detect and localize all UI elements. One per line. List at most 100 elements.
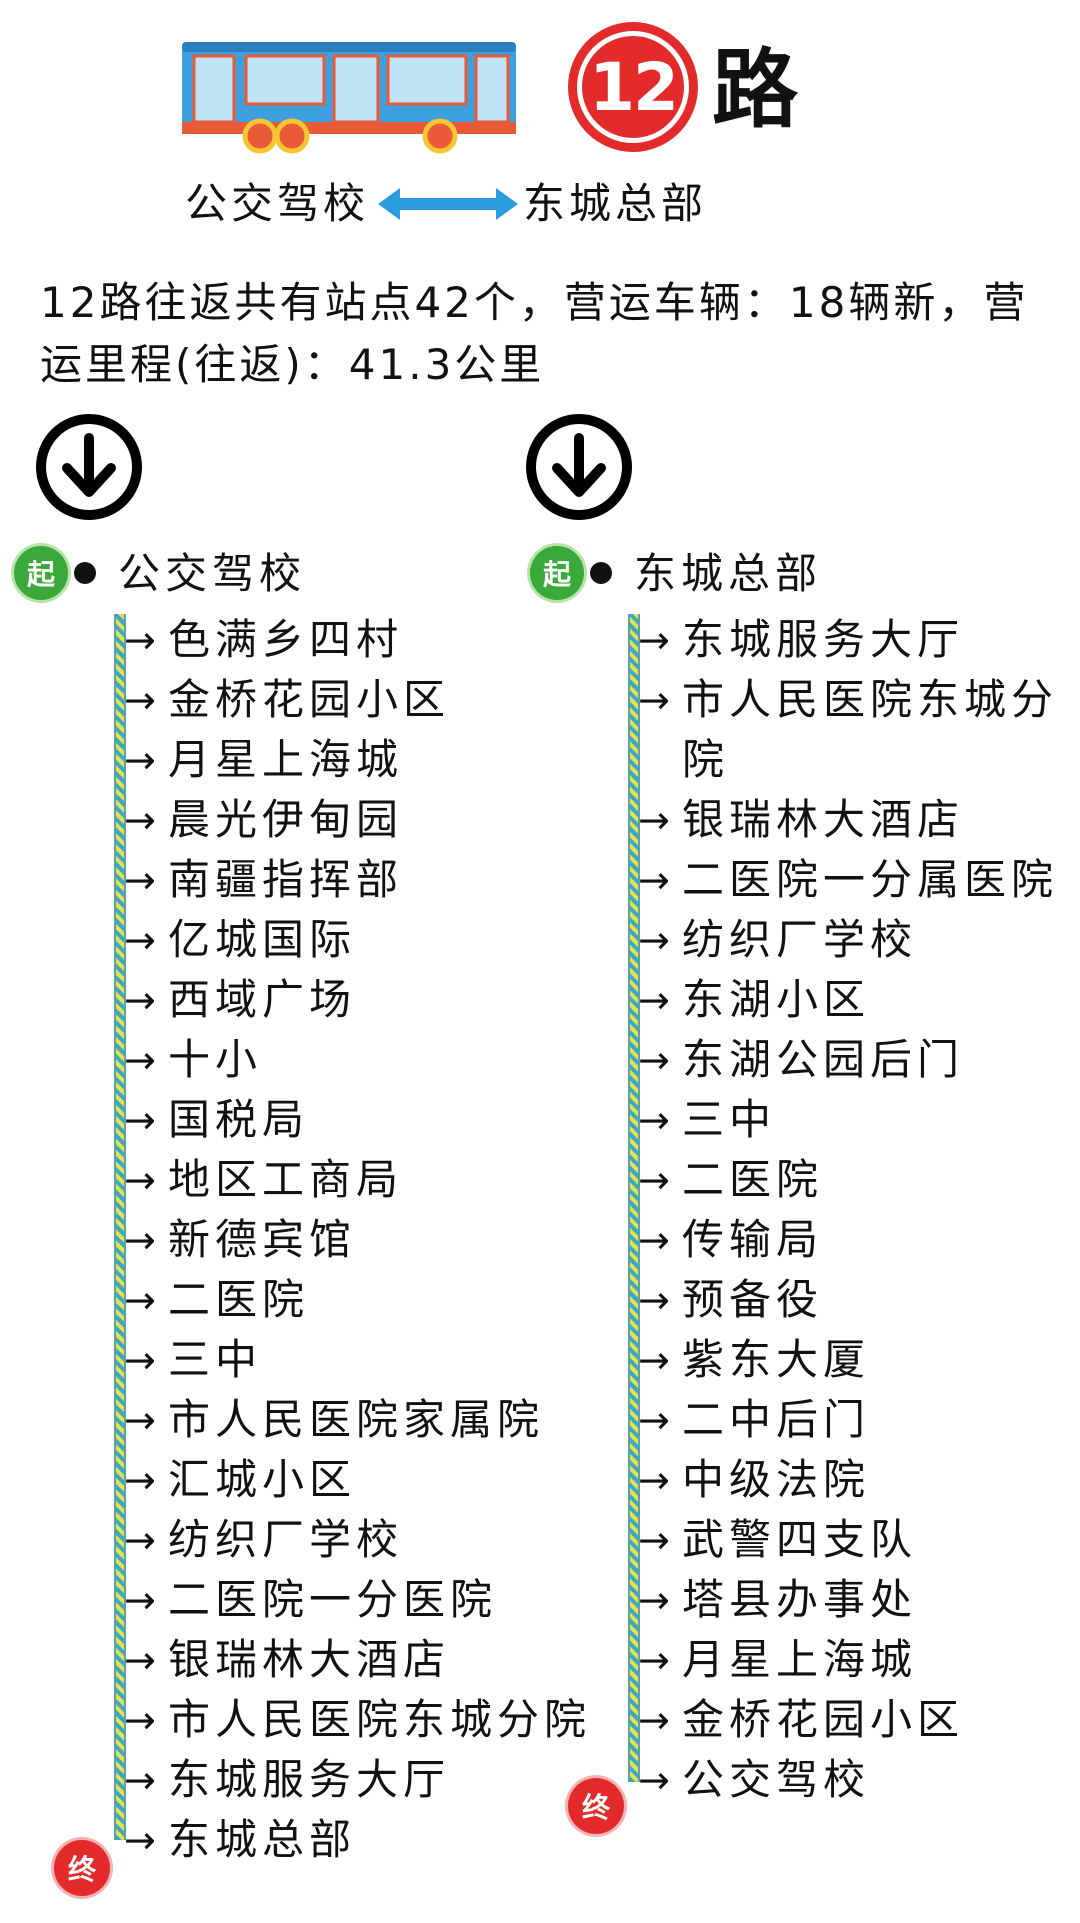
list-item: →色满乡四村 [124,610,591,670]
list-item: →西域广场 [124,970,591,1030]
stop-name: 紫东大厦 [682,1335,871,1384]
stop-name: 金桥花园小区 [682,1695,965,1744]
list-item: →南疆指挥部 [124,850,591,910]
stop-name: 南疆指挥部 [168,855,404,904]
list-item: →市人民医院家属院 [124,1390,591,1450]
list-item: →市人民医院东城分院 [124,1690,591,1750]
start-badge: 起 [530,546,584,600]
stop-name: 西域广场 [168,975,357,1024]
stop-name: 纺织厂学校 [168,1515,404,1564]
stop-name: 传输局 [682,1215,824,1264]
stop-name: 汇城小区 [168,1455,357,1504]
stop-name: 月星上海城 [168,735,404,784]
terminal-right: 东城总部 [523,179,708,228]
list-item: →东城服务大厅 [124,1750,591,1810]
list-item: →十小 [124,1030,591,1090]
list-item: →三中 [124,1330,591,1390]
stop-name: 亿城国际 [168,915,357,964]
list-item: →预备役 [638,1270,1078,1330]
stop-name: 二医院 [168,1275,310,1324]
stop-list-left: →色满乡四村 →金桥花园小区 →月星上海城 →晨光伊甸园 →南疆指挥部 →亿城国… [124,610,591,1870]
stop-name: 晨光伊甸园 [168,795,404,844]
stop-name: 东湖小区 [682,975,871,1024]
stop-name: 色满乡四村 [168,615,404,664]
list-item: →新德宾馆 [124,1210,591,1270]
list-item: →国税局 [124,1090,591,1150]
stop-name: 市人民医院家属院 [168,1395,545,1444]
list-item: →二医院一分医院 [124,1570,591,1630]
start-station-right: 东城总部 [634,549,823,598]
stop-name: 银瑞林大酒店 [168,1635,451,1684]
stop-name: 预备役 [682,1275,824,1324]
list-item: →武警四支队 [638,1510,1078,1570]
route-track-left [114,614,126,1840]
list-item: →纺织厂学校 [124,1510,591,1570]
list-item: →地区工商局 [124,1150,591,1210]
list-item: →亿城国际 [124,910,591,970]
stop-name: 三中 [682,1095,777,1144]
stop-name: 地区工商局 [168,1155,404,1204]
stop-name: 二中后门 [682,1395,871,1444]
stop-name: 月星上海城 [682,1635,918,1684]
stop-name: 国税局 [168,1095,310,1144]
list-item: →东湖小区 [638,970,1078,1030]
stop-name: 金桥花园小区 [168,675,451,724]
arrow-down-circle-icon [36,414,142,520]
route-track-right [628,614,640,1782]
stop-name: 东城总部 [168,1815,357,1864]
list-item: →金桥花园小区 [638,1690,1078,1750]
list-item: →二中后门 [638,1390,1078,1450]
list-item: →晨光伊甸园 [124,790,591,850]
list-item: →东城总部 [124,1810,591,1870]
bus-icon [182,42,516,154]
arrow-down-circle-icon [526,414,632,520]
stop-name: 市人民医院东城分院 [682,675,1059,784]
stop-name: 东城服务大厅 [682,615,965,664]
list-item: →紫东大厦 [638,1330,1078,1390]
stop-name: 二医院 [682,1155,824,1204]
stop-name: 新德宾馆 [168,1215,357,1264]
list-item: →二医院 [124,1270,591,1330]
list-item: →东城服务大厅 [638,610,1078,670]
list-item: →塔县办事处 [638,1570,1078,1630]
route-suffix: 路 [712,40,798,140]
stop-name: 市人民医院东城分院 [168,1695,592,1744]
list-item: →中级法院 [638,1450,1078,1510]
list-item: →公交驾校 [638,1750,1078,1810]
start-dot [74,562,96,584]
list-item: →三中 [638,1090,1078,1150]
list-item: →市人民医院东城分院 [638,670,1078,790]
stop-name: 银瑞林大酒店 [682,795,965,844]
end-badge: 终 [568,1778,624,1834]
start-station-left: 公交驾校 [118,549,307,598]
stop-name: 十小 [168,1035,263,1084]
stop-name: 东湖公园后门 [682,1035,965,1084]
stop-name: 塔县办事处 [682,1575,918,1624]
route-number: 12 [577,31,689,143]
route-number-badge: 12 [568,22,698,152]
stop-name: 中级法院 [682,1455,871,1504]
list-item: →月星上海城 [638,1630,1078,1690]
list-item: →银瑞林大酒店 [124,1630,591,1690]
list-item: →银瑞林大酒店 [638,790,1078,850]
stop-name: 二医院一分医院 [168,1575,498,1624]
list-item: →汇城小区 [124,1450,591,1510]
stop-name: 东城服务大厅 [168,1755,451,1804]
stop-list-right: →东城服务大厅 →市人民医院东城分院 →银瑞林大酒店 →二医院一分属医院 →纺织… [638,610,1078,1810]
list-item: →月星上海城 [124,730,591,790]
start-dot [590,562,612,584]
stop-name: 三中 [168,1335,263,1384]
stop-name: 公交驾校 [682,1755,871,1804]
route-summary: 12路往返共有站点42个，营运车辆：18辆新，营运里程(往返)：41.3公里 [40,278,1029,389]
stop-name: 武警四支队 [682,1515,918,1564]
stop-name: 二医院一分属医院 [682,855,1059,904]
end-badge: 终 [54,1840,110,1896]
stop-name: 纺织厂学校 [682,915,918,964]
start-badge: 起 [14,546,68,600]
list-item: →金桥花园小区 [124,670,591,730]
list-item: →二医院一分属医院 [638,850,1078,910]
list-item: →传输局 [638,1210,1078,1270]
terminal-left: 公交驾校 [185,179,370,228]
list-item: →纺织厂学校 [638,910,1078,970]
list-item: →二医院 [638,1150,1078,1210]
